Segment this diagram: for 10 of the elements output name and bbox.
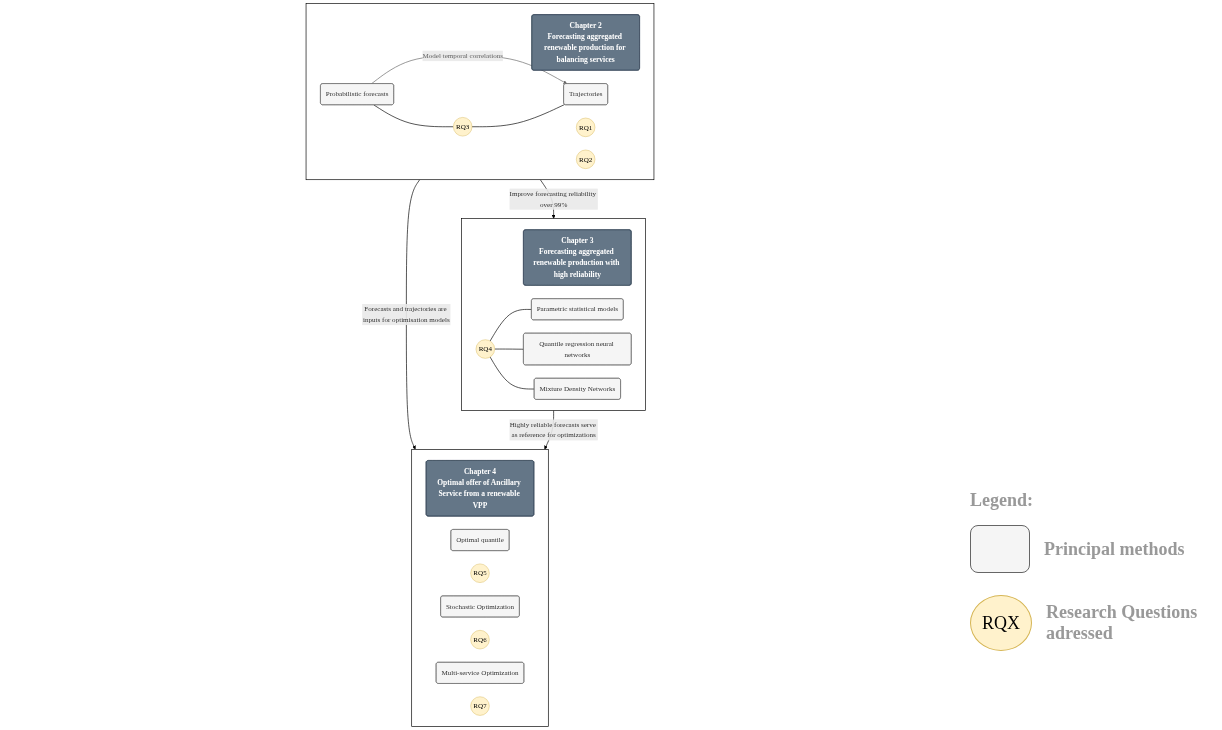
cluster — [305, 3, 655, 181]
legend-heading: Legend: — [970, 490, 1033, 511]
legend-text: Research Questions adressed — [1046, 602, 1199, 644]
connector — [373, 104, 454, 128]
cluster — [461, 218, 646, 411]
cluster — [411, 449, 549, 727]
connector — [471, 104, 565, 128]
legend-text: Principal methods — [1044, 538, 1185, 560]
legend-circle: RQX — [970, 595, 1032, 651]
connector — [489, 309, 532, 342]
